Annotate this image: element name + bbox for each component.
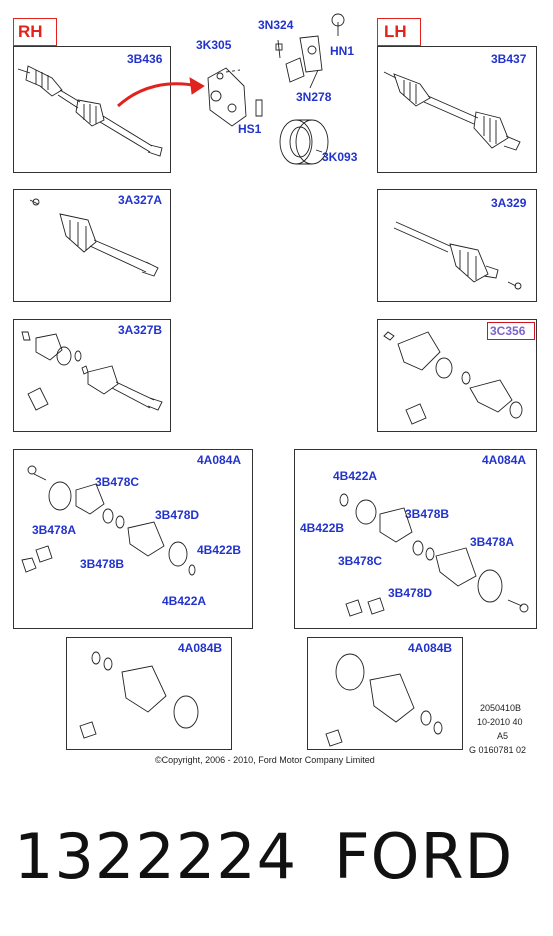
part-code-rh-driveshaft: 3B436 <box>127 52 163 66</box>
part-code-rh-boot-kit: 4A084A <box>197 453 242 467</box>
part-code-lh-outer-joint: 3C356 <box>490 324 525 338</box>
label-bracket: 3K305 <box>196 38 232 52</box>
lh-kit-label-d: 3B478C <box>338 554 383 568</box>
copyright-text: ©Copyright, 2006 - 2010, Ford Motor Comp… <box>155 755 375 765</box>
info-line-3: A5 <box>497 731 509 741</box>
label-nut: HN1 <box>330 44 355 58</box>
panel-rh-boot-kit <box>13 449 253 629</box>
info-line-1: 2050410B <box>480 703 522 713</box>
rh-kit-label-d: 3B478B <box>80 557 125 571</box>
lh-kit-label-c: 3B478B <box>405 507 450 521</box>
lh-kit-label-a: 4B422A <box>333 469 378 483</box>
rh-tag-box <box>13 18 57 46</box>
caption-brand: FORD <box>334 820 514 893</box>
highlighted-code: 3C356 <box>490 324 526 338</box>
rh-boot-kit-drawing <box>21 465 196 576</box>
lh-tag-box <box>377 18 421 46</box>
rh-driveshaft-drawing <box>17 65 163 157</box>
center-bearing-drawing <box>207 13 345 165</box>
part-code-lh-inner-joint: 3A329 <box>491 196 527 210</box>
info-line-4: G 0160781 02 <box>469 745 527 755</box>
rh-inner-joint-drawing <box>29 198 159 277</box>
label-cap: 3N278 <box>296 90 332 104</box>
panel-rh-small-boot-kit <box>66 637 232 750</box>
rh-kit-label-f: 4B422A <box>162 594 207 608</box>
rh-outer-joint-drawing <box>21 331 163 411</box>
label-clip: 3N324 <box>258 18 294 32</box>
lh-driveshaft-drawing <box>383 71 521 151</box>
part-code-lh-small-boot: 4A084B <box>408 641 453 655</box>
rh-kit-label-e: 4B422B <box>197 543 242 557</box>
panel-lh-driveshaft <box>377 46 537 173</box>
lh-boot-kit-drawing <box>339 493 529 617</box>
highlight-box <box>487 322 535 340</box>
rh-tag: RH <box>18 22 43 41</box>
info-line-2: 10-2010 40 <box>477 717 523 727</box>
lh-inner-joint-drawing <box>393 221 522 290</box>
lh-small-boot-drawing <box>325 653 443 747</box>
label-bearing: 3K093 <box>322 150 358 164</box>
rh-kit-label-b: 3B478A <box>32 523 77 537</box>
lh-tag: LH <box>384 22 407 41</box>
lh-kit-label-f: 3B478D <box>388 586 433 600</box>
caption-part-number: 1322224 <box>14 820 298 893</box>
part-code-lh-boot-kit: 4A084A <box>482 453 527 467</box>
lh-kit-label-b: 4B422B <box>300 521 345 535</box>
part-code-rh-outer-joint: 3A327B <box>118 323 163 337</box>
lh-kit-label-e: 3B478A <box>470 535 515 549</box>
part-code-rh-inner-joint: 3A327A <box>118 193 163 207</box>
rh-kit-label-c: 3B478D <box>155 508 200 522</box>
rh-kit-label-a: 3B478C <box>95 475 140 489</box>
lh-outer-joint-drawing <box>383 331 523 425</box>
part-code-rh-small-boot: 4A084B <box>178 641 223 655</box>
panel-lh-small-boot-kit <box>307 637 463 750</box>
rh-small-boot-drawing <box>79 651 199 739</box>
panel-rh-outer-joint <box>13 319 171 432</box>
panel-rh-driveshaft <box>13 46 171 173</box>
part-code-lh-driveshaft: 3B437 <box>491 52 527 66</box>
label-bolt: HS1 <box>238 122 262 136</box>
